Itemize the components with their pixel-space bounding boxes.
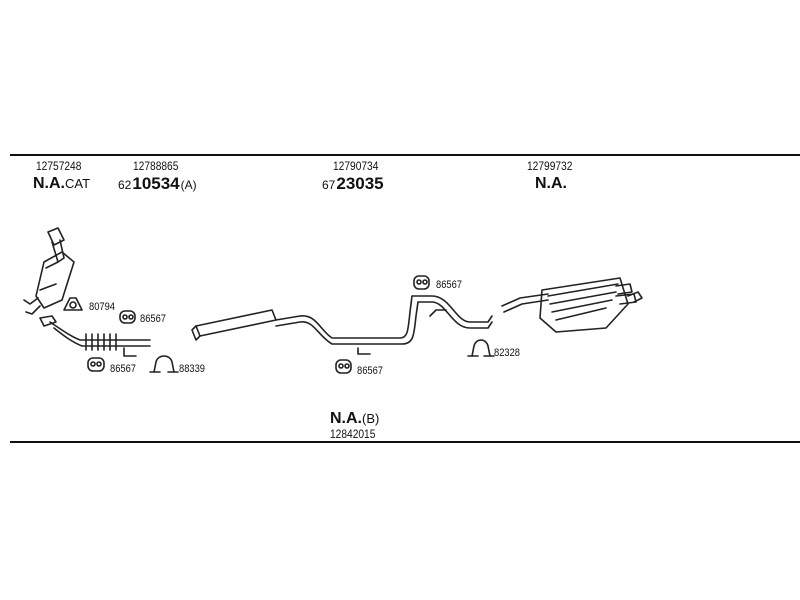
label-middle-silencer-code: 23035 — [336, 174, 384, 193]
callout-rubber-mount-center: 86567 — [357, 365, 384, 377]
label-catalyst: N.A.CAT — [33, 176, 90, 192]
callout-rubber-mount-lower: 86567 — [110, 363, 137, 375]
callout-clamp-left: 88339 — [179, 363, 206, 375]
label-catalyst-suffix: CAT — [65, 176, 91, 191]
label-front-pipe-suffix: (A) — [180, 178, 197, 192]
rubber-mount-lower — [87, 357, 105, 372]
rubber-mount-left — [119, 310, 136, 324]
part-number-catalyst: 12757248 — [36, 159, 82, 173]
label-middle-silencer-prefix: 67 — [322, 178, 336, 192]
part-number-rear-silencer: 12799732 — [527, 159, 573, 173]
clamp-left — [149, 355, 179, 373]
clamp-right — [467, 339, 495, 357]
callout-clamp-right: 82328 — [494, 347, 521, 359]
label-catalyst-name: N.A. — [33, 175, 65, 192]
rubber-mount-center — [335, 359, 352, 374]
part-number-middle-silencer: 12790734 — [333, 159, 379, 173]
gasket-top — [63, 297, 83, 311]
label-front-pipe-prefix: 62 — [118, 178, 132, 192]
catalytic-converter — [23, 227, 75, 315]
front-pipe — [39, 315, 151, 357]
callout-gasket-top: 80794 — [89, 301, 116, 313]
label-front-pipe-code: 10534 — [132, 174, 180, 193]
callout-rubber-mount-right: 86567 — [436, 279, 463, 291]
label-kit-b-suffix: (B) — [362, 411, 380, 426]
part-number-front-pipe: 12788865 — [133, 159, 179, 173]
callout-rubber-mount-left: 86567 — [140, 313, 167, 325]
label-kit-b: N.A.(B) — [330, 411, 379, 427]
part-number-kit-b: 12842015 — [330, 427, 376, 441]
rear-silencer — [501, 277, 643, 333]
bottom-divider — [10, 441, 800, 443]
middle-silencer — [191, 295, 493, 355]
label-rear-silencer: N.A. — [535, 175, 567, 192]
top-divider — [10, 154, 800, 156]
rubber-mount-right — [413, 275, 430, 290]
label-kit-b-name: N.A. — [330, 410, 362, 427]
